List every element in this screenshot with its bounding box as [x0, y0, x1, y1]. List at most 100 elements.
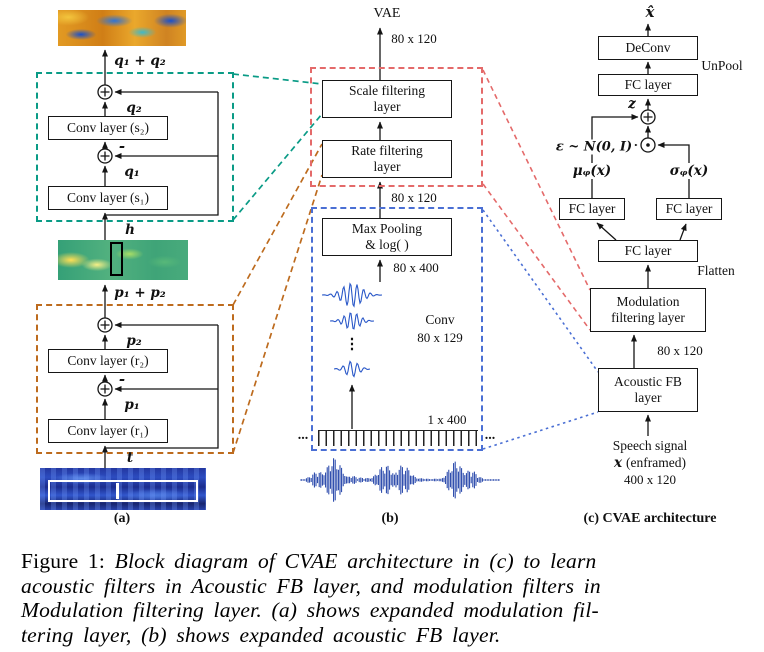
- conv-layer-s1-box: Conv layer (s₁): [48, 186, 168, 210]
- dim-1x400: 1 x 400: [427, 412, 467, 427]
- t-highlight-tick: [116, 483, 119, 499]
- panel-a-arrows: [97, 49, 219, 468]
- connector-red-top: [482, 69, 591, 291]
- q-sum-label: q₁ + q₂: [114, 53, 166, 69]
- deconv-box: DeConv: [598, 36, 698, 60]
- expansion-connectors: [232, 69, 599, 454]
- panel-b-arrows: [349, 27, 383, 429]
- acoustic-fb-layer-box: Acoustic FB layer: [598, 368, 698, 412]
- conv-layer-r2-box: Conv layer (r₂): [48, 349, 168, 373]
- speech-signal-label: Speech signal: [612, 438, 688, 453]
- conv-layer-s1-label: Conv layer (s₁): [67, 190, 149, 206]
- fc-layer-mu-box: FC layer: [559, 198, 625, 220]
- unpool-label: UnPool: [701, 58, 743, 73]
- caption-line-4: tering layer, (b) shows expanded acousti…: [21, 622, 501, 647]
- max-pooling-line2: & log( ): [365, 237, 409, 252]
- scale-filtering-line1: Scale filtering: [348, 83, 426, 99]
- epsilon-label: ε ~ N(0, I): [552, 139, 636, 155]
- modulation-line2: filtering layer: [611, 310, 685, 325]
- fc-layer-sigma-label: FC layer: [665, 201, 713, 217]
- max-pooling-box: Max Pooling & log( ): [322, 218, 452, 256]
- conv-layer-r1-label: Conv layer (r₁): [67, 423, 149, 439]
- conv-layer-s2-box: Conv layer (s₂): [48, 116, 168, 140]
- hidden-representation-spectrogram-image: [58, 240, 188, 280]
- h-highlight-rect: [110, 242, 123, 276]
- speech-enframed-text: (enframed): [626, 455, 687, 470]
- scale-filtering-line2: layer: [373, 99, 401, 114]
- p2-label: p₂: [126, 333, 142, 349]
- q2-label: q₂: [126, 100, 142, 116]
- connector-teal-bottom: [232, 113, 323, 221]
- fc-layer-mid-label: FC layer: [624, 243, 672, 259]
- figure-caption: Figure 1: Block diagram of CVAE architec…: [21, 549, 749, 647]
- speech-x: x: [613, 455, 623, 471]
- deconv-label: DeConv: [625, 40, 671, 56]
- rate-expansion-box: [36, 304, 234, 454]
- fc-layer-top-box: FC layer: [598, 74, 698, 96]
- rate-filtering-line2: layer: [373, 159, 401, 174]
- caption-line-1-text: Block diagram of CVAE architecture in (c…: [105, 549, 597, 573]
- figure-number: Figure 1:: [21, 549, 106, 573]
- dim-80x400: 80 x 400: [393, 260, 439, 275]
- wavelet-kernel-large-icon: [322, 282, 382, 308]
- acoustic-fb-line1: Acoustic FB: [614, 374, 682, 390]
- frame-comb-icon: [318, 430, 478, 446]
- mu-label: μᵩ(x): [569, 163, 615, 179]
- dim-80x129: 80 x 129: [417, 330, 463, 345]
- conv-layer-r1-box: Conv layer (r₁): [48, 419, 168, 443]
- dim-80x120-top: 80 x 120: [391, 31, 437, 46]
- connector-blue-top: [482, 209, 599, 373]
- connector-red-bottom: [482, 183, 591, 331]
- fc-layer-sigma-box: FC layer: [656, 198, 722, 220]
- dim-80x120-right: 80 x 120: [657, 343, 703, 358]
- max-pooling-line1: Max Pooling: [351, 221, 423, 237]
- panel-b-caption: (b): [381, 511, 399, 526]
- modulation-line1: Modulation: [616, 294, 680, 310]
- caption-line-2: acoustic filters in Acoustic FB layer, a…: [21, 573, 601, 598]
- dim-80x120-mid: 80 x 120: [391, 190, 437, 205]
- h-label: h: [125, 222, 135, 238]
- panel-c-caption: (c) CVAE architecture: [583, 511, 717, 526]
- caption-line-1: Figure 1: Block diagram of CVAE architec…: [21, 549, 749, 574]
- panel-a-caption: (a): [113, 511, 131, 526]
- modulation-filtering-expansion-box: [310, 67, 483, 187]
- t-highlight-rect: [48, 480, 198, 502]
- acoustic-fb-line2: layer: [634, 390, 662, 405]
- ellipsis-right: ...: [484, 428, 496, 443]
- connector-teal-top: [232, 73, 323, 85]
- wavelet-kernel-small-icon: [334, 360, 370, 378]
- fc-layer-mid-box: FC layer: [598, 240, 698, 262]
- connector-orange-top: [232, 143, 323, 306]
- p-sum-label: p₁ + p₂: [114, 285, 166, 301]
- connector-blue-bottom: [482, 411, 599, 450]
- scattering-output-spectrogram-image: [58, 10, 186, 46]
- q1-label: q₁: [124, 164, 140, 180]
- caption-line-3: Modulation filtering layer. (a) shows ex…: [21, 598, 599, 622]
- ellipsis-left: ...: [297, 428, 309, 443]
- modulation-filtering-layer-box: Modulation filtering layer: [590, 288, 706, 332]
- minus-sign-bottom: -: [118, 370, 126, 388]
- t-label: t: [126, 450, 134, 466]
- conv-layer-r2-label: Conv layer (r₂): [67, 353, 149, 369]
- scale-expansion-box: [36, 72, 234, 222]
- conv-layer-s2-label: Conv layer (s₂): [67, 120, 149, 136]
- flatten-label: Flatten: [697, 263, 735, 278]
- dim-400x120: 400 x 120: [624, 472, 676, 487]
- rate-filtering-line1: Rate filtering: [351, 143, 423, 159]
- vertical-dots: ⋮: [344, 336, 360, 353]
- fc-layer-top-label: FC layer: [624, 77, 672, 93]
- vae-label: VAE: [373, 6, 401, 21]
- x-hat-label: x̂: [645, 3, 655, 21]
- rate-filtering-layer-box: Rate filtering layer: [322, 140, 452, 178]
- input-spectrogram-image: [40, 468, 206, 510]
- speech-enframed-label: x(enframed): [614, 455, 686, 471]
- conv-label: Conv: [425, 312, 455, 327]
- speech-waveform-icon: [300, 458, 500, 502]
- minus-sign-top: -: [118, 137, 126, 155]
- p1-label: p₁: [124, 397, 140, 413]
- z-label: z: [628, 96, 636, 112]
- acoustic-fb-expansion-box: [311, 207, 483, 451]
